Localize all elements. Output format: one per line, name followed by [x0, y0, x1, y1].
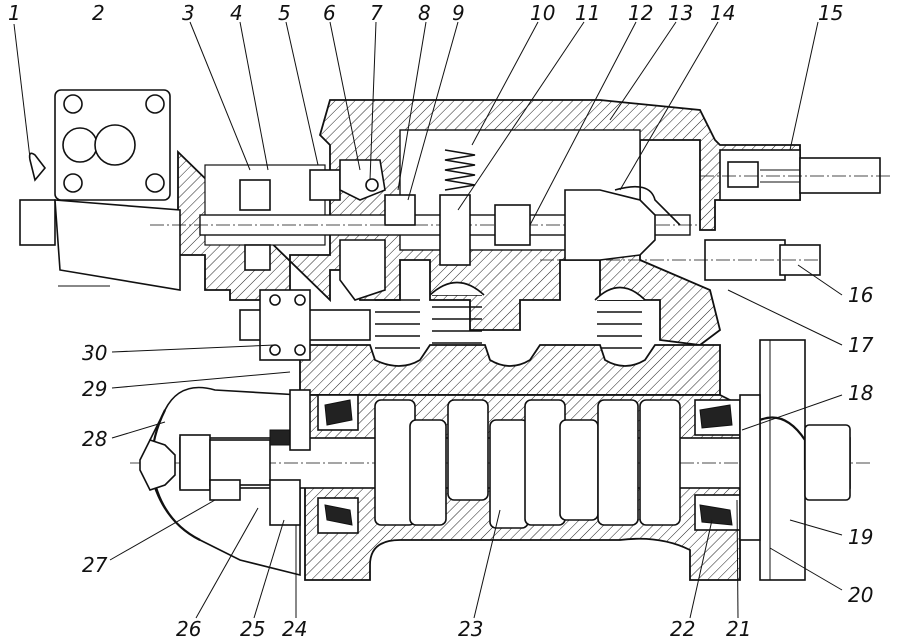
label-22: 22 — [670, 617, 695, 641]
label-27: 27 — [82, 553, 108, 577]
label-23: 23 — [458, 617, 483, 641]
label-18: 18 — [848, 381, 873, 405]
label-13: 13 — [668, 1, 693, 25]
governor-lever — [494, 185, 681, 261]
label-30: 30 — [82, 341, 107, 365]
leader-lines — [13, 21, 843, 619]
label-8: 8 — [418, 1, 431, 25]
label-11: 11 — [575, 1, 600, 25]
label-14: 14 — [710, 1, 735, 25]
label-10: 10 — [530, 1, 555, 25]
label-6: 6 — [323, 1, 336, 25]
overflow-valve — [700, 149, 890, 201]
label-2: 2 — [92, 1, 105, 25]
label-28: 28 — [82, 427, 107, 451]
label-12: 12 — [628, 1, 653, 25]
part-labels: 1 2 3 4 5 6 7 8 9 10 11 12 13 14 15 16 1… — [8, 1, 874, 641]
middle-housing — [239, 289, 721, 396]
left-shaft-end — [139, 389, 311, 526]
label-24: 24 — [282, 617, 307, 641]
label-21: 21 — [726, 617, 751, 641]
label-26: 26 — [176, 617, 201, 641]
control-lever — [540, 239, 821, 281]
label-25: 25 — [240, 617, 265, 641]
label-5: 5 — [278, 1, 291, 25]
label-9: 9 — [452, 1, 465, 25]
label-16: 16 — [848, 283, 873, 307]
label-20: 20 — [848, 583, 873, 607]
label-4: 4 — [230, 1, 243, 25]
label-17: 17 — [848, 333, 874, 357]
governor-spring — [444, 149, 476, 191]
drive-coupling — [739, 339, 851, 581]
label-19: 19 — [848, 525, 873, 549]
label-29: 29 — [82, 377, 107, 401]
label-7: 7 — [370, 1, 383, 25]
plunger-springs — [375, 281, 646, 349]
label-15: 15 — [818, 1, 843, 25]
label-1: 1 — [8, 1, 21, 25]
label-3: 3 — [182, 1, 195, 25]
governor-cover — [19, 89, 181, 291]
camshaft-bearings — [317, 394, 741, 534]
